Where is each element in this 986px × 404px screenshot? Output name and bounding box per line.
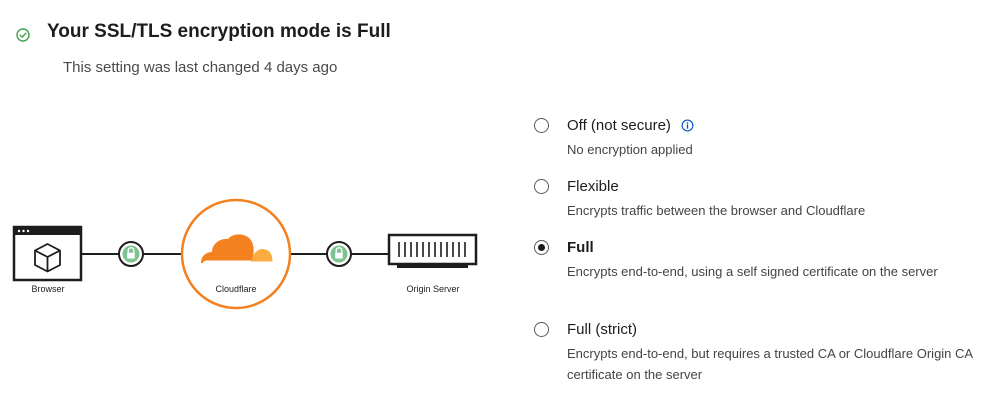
option-flexible-description: Encrypts traffic between the browser and… bbox=[567, 203, 866, 218]
option-full-strict-label: Full (strict) bbox=[567, 321, 637, 338]
lock-icon-left bbox=[118, 241, 144, 267]
cloudflare-node bbox=[180, 198, 292, 310]
option-off-description: No encryption applied bbox=[567, 142, 693, 157]
option-full[interactable]: Full Encrypts end-to-end, using a self s… bbox=[534, 238, 974, 300]
radio-full[interactable] bbox=[534, 240, 549, 255]
diagram-graphic bbox=[12, 198, 478, 310]
option-off-label: Off (not secure) bbox=[567, 116, 694, 135]
option-flexible[interactable]: Flexible Encrypts traffic between the br… bbox=[534, 177, 974, 221]
lock-icon-right bbox=[326, 241, 352, 267]
origin-server-label: Origin Server bbox=[406, 284, 460, 294]
radio-flexible[interactable] bbox=[534, 179, 549, 194]
last-changed-text: This setting was last changed 4 days ago bbox=[63, 59, 338, 76]
radio-off[interactable] bbox=[534, 118, 549, 133]
radio-full-strict[interactable] bbox=[534, 322, 549, 337]
option-full-strict[interactable]: Full (strict) Encrypts end-to-end, but r… bbox=[534, 320, 974, 382]
option-flexible-label: Flexible bbox=[567, 178, 619, 195]
server-icon bbox=[387, 233, 478, 268]
option-full-label: Full bbox=[567, 239, 594, 256]
option-full-description: Encrypts end-to-end, using a self signed… bbox=[567, 264, 938, 279]
check-circle-icon bbox=[16, 28, 30, 42]
option-off-label-text: Off (not secure) bbox=[567, 117, 671, 134]
browser-icon bbox=[12, 225, 83, 282]
info-icon[interactable] bbox=[681, 119, 694, 132]
browser-label: Browser bbox=[31, 284, 65, 294]
page-title: Your SSL/TLS encryption mode is Full bbox=[47, 21, 391, 42]
cloudflare-label: Cloudflare bbox=[215, 284, 257, 294]
option-full-strict-description: Encrypts end-to-end, but requires a trus… bbox=[567, 346, 973, 382]
encryption-diagram: Browser Cloudflare Origin Server bbox=[0, 190, 500, 320]
option-off[interactable]: Off (not secure) No encryption applied bbox=[534, 116, 974, 160]
